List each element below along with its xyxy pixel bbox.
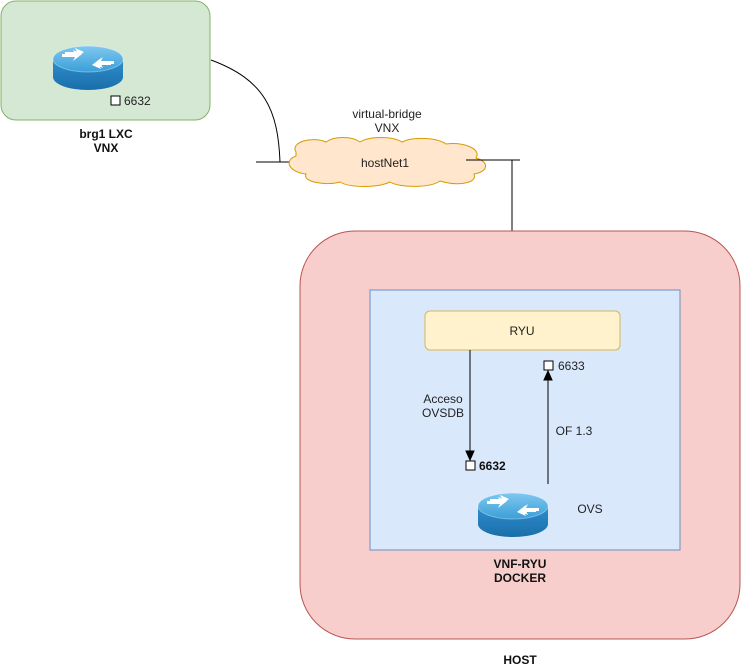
ovsdb-arrowhead — [465, 450, 475, 462]
openflow-arrowhead — [543, 369, 553, 381]
cloud-label: hostNet1 — [361, 156, 409, 170]
brg1-title-line1: brg1 LXC — [79, 127, 133, 141]
hostnet1-cloud — [288, 137, 486, 187]
ryu-label: RYU — [509, 324, 534, 338]
brg1-router-icon — [52, 45, 124, 91]
vnf-title-line2: DOCKER — [494, 571, 546, 585]
ovsdb-label-line2: OVSDB — [422, 406, 464, 420]
ovs-port-6632-icon — [465, 460, 476, 471]
ryu-port-6633-icon — [543, 360, 554, 371]
openflow-label: OF 1.3 — [556, 424, 593, 438]
brg1-link — [210, 59, 281, 163]
brg1-port-label: 6632 — [124, 94, 151, 108]
ryu-box — [424, 310, 621, 351]
ovsdb-label-line1: Acceso — [423, 392, 463, 406]
brg1-title-line2: VNX — [94, 141, 119, 155]
cloud-caption-line2: VNX — [375, 121, 400, 135]
ovs-port-6632-label: 6632 — [479, 459, 506, 473]
brg1-port-icon — [110, 95, 121, 106]
ryu-port-6633-label: 6633 — [558, 359, 585, 373]
ovs-label: OVS — [577, 502, 602, 516]
host-label: HOST — [503, 653, 537, 667]
cloud-caption-line1: virtual-bridge — [352, 107, 422, 121]
ovs-router-icon — [477, 492, 549, 538]
vnf-title-line1: VNF-RYU — [494, 557, 547, 571]
